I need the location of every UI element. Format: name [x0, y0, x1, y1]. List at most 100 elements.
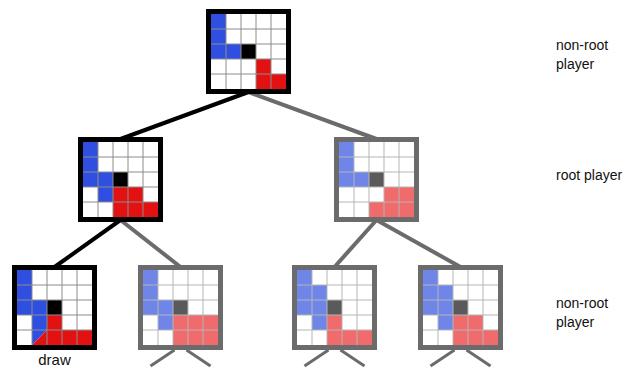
board-grid: [339, 142, 414, 217]
board-cell: [357, 330, 372, 345]
grid-line: [271, 14, 272, 89]
blue-half: [32, 330, 47, 345]
board-ground: [423, 270, 498, 345]
board-state: [292, 265, 377, 350]
board-state: [334, 137, 419, 222]
grid-line: [158, 270, 159, 345]
board-cell: [423, 285, 438, 300]
grid-line: [98, 142, 99, 217]
board-cell: [453, 315, 468, 330]
board-cell: [369, 172, 384, 187]
grid-line: [297, 330, 372, 331]
board-cell: [327, 300, 342, 315]
subtree-leg: [151, 350, 175, 366]
grid-line: [17, 300, 92, 301]
board-cell: [113, 172, 128, 187]
board-cell: [143, 202, 158, 217]
board-cell: [203, 330, 218, 345]
board-cell: [468, 315, 483, 330]
grid-line: [113, 142, 114, 217]
board-grid: [423, 270, 498, 345]
grid-line: [339, 187, 414, 188]
board-cell: [423, 300, 438, 315]
grid-line: [32, 270, 33, 345]
tree-edge: [55, 220, 121, 267]
board-grid: [211, 14, 286, 89]
grid-line: [399, 142, 400, 217]
grid-line: [143, 285, 218, 286]
outcome-label: draw: [38, 351, 71, 368]
grid-line: [297, 300, 372, 301]
grid-line: [369, 142, 370, 217]
grid-line: [241, 14, 242, 89]
board-cell: [173, 315, 188, 330]
board-cell: [83, 157, 98, 172]
board-cell: [297, 270, 312, 285]
grid-line: [188, 270, 189, 345]
grid-line: [143, 142, 144, 217]
player-label: non-root player: [556, 294, 628, 332]
board-ground: [297, 270, 372, 345]
board-cell: [188, 330, 203, 345]
grid-line: [62, 270, 63, 345]
board-state: [206, 9, 291, 94]
board-state: draw: [12, 265, 97, 350]
grid-line: [297, 285, 372, 286]
board-cell: [342, 330, 357, 345]
grid-line: [226, 14, 227, 89]
subtree-leg: [305, 350, 329, 366]
board-cell: [312, 285, 327, 300]
board-cell: [158, 300, 173, 315]
grid-line: [423, 315, 498, 316]
board-cell: [188, 315, 203, 330]
board-cell: [211, 29, 226, 44]
board-cell: [339, 142, 354, 157]
board-state: [138, 265, 223, 350]
grid-line: [83, 172, 158, 173]
grid-line: [17, 315, 92, 316]
board-cell: [211, 14, 226, 29]
grid-line: [211, 74, 286, 75]
board-cell: [327, 315, 342, 330]
subtree-leg: [187, 350, 211, 366]
board-cell: [17, 270, 32, 285]
board-cell: [17, 285, 32, 300]
board-cell: [271, 74, 286, 89]
board-cell: [354, 172, 369, 187]
grid-line: [47, 270, 48, 345]
grid-line: [143, 315, 218, 316]
board-cell: [203, 315, 218, 330]
tree-edge: [377, 220, 461, 267]
grid-line: [143, 300, 218, 301]
grid-line: [339, 172, 414, 173]
grid-line: [83, 157, 158, 158]
tree-edge: [121, 220, 181, 267]
board-cell: [113, 202, 128, 217]
grid-line: [339, 157, 414, 158]
board-cell: [77, 330, 92, 345]
board-cell: [143, 285, 158, 300]
board-cell: [173, 330, 188, 345]
grid-line: [339, 202, 414, 203]
tree-edge: [335, 220, 377, 267]
board-cell: [384, 202, 399, 217]
board-cell: [468, 330, 483, 345]
board-ground: [17, 270, 92, 345]
subtree-leg: [431, 350, 455, 366]
board-cell: [47, 315, 62, 330]
board-cell: [438, 315, 453, 330]
board-grid: [297, 270, 372, 345]
board-cell: [211, 44, 226, 59]
board-cell: [453, 300, 468, 315]
board-cell: [47, 330, 62, 345]
board-cell: [423, 270, 438, 285]
board-cell: [83, 172, 98, 187]
board-cell: [453, 330, 468, 345]
board-cell: [158, 315, 173, 330]
board-cell: [438, 300, 453, 315]
board-cell: [384, 187, 399, 202]
grid-line: [128, 142, 129, 217]
grid-line: [297, 315, 372, 316]
board-cell: [312, 315, 327, 330]
grid-line: [17, 285, 92, 286]
